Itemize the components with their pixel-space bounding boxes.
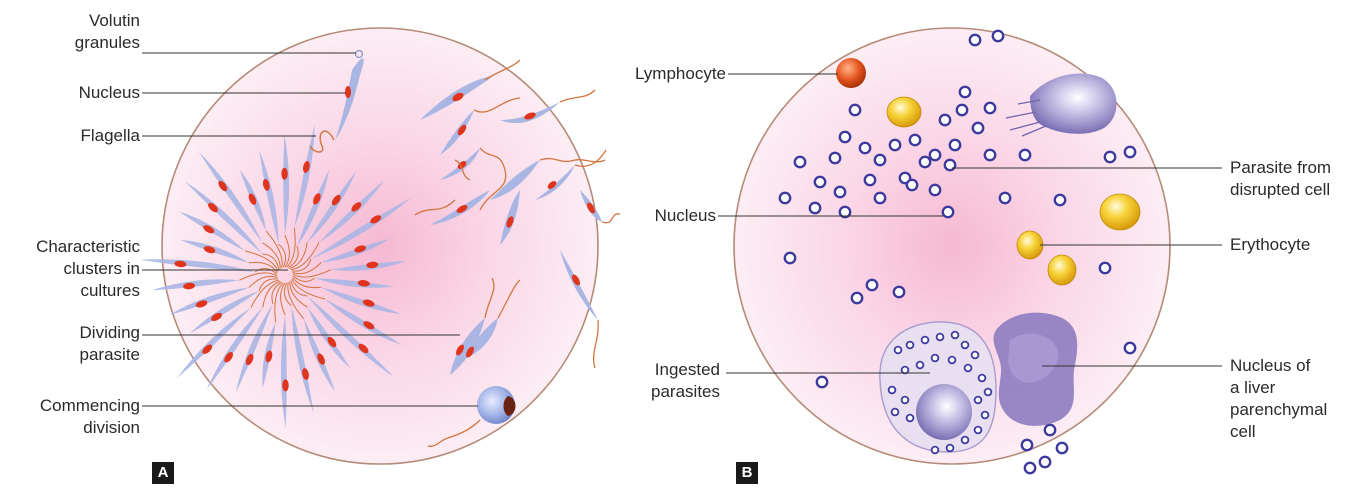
label-nucleus-a: Nucleus bbox=[0, 82, 140, 104]
label-lymphocyte: Lymphocyte bbox=[560, 63, 726, 85]
panel-b-marker: B bbox=[736, 462, 758, 484]
label-flagella: Flagella bbox=[0, 125, 140, 147]
liver-cell-nucleus bbox=[993, 313, 1077, 426]
label-nucleus-b: Nucleus bbox=[560, 205, 716, 227]
panel-a-marker: A bbox=[152, 462, 174, 484]
lymphocyte-cell bbox=[836, 58, 866, 88]
label-erythrocyte: Erythocyte bbox=[1230, 234, 1310, 256]
